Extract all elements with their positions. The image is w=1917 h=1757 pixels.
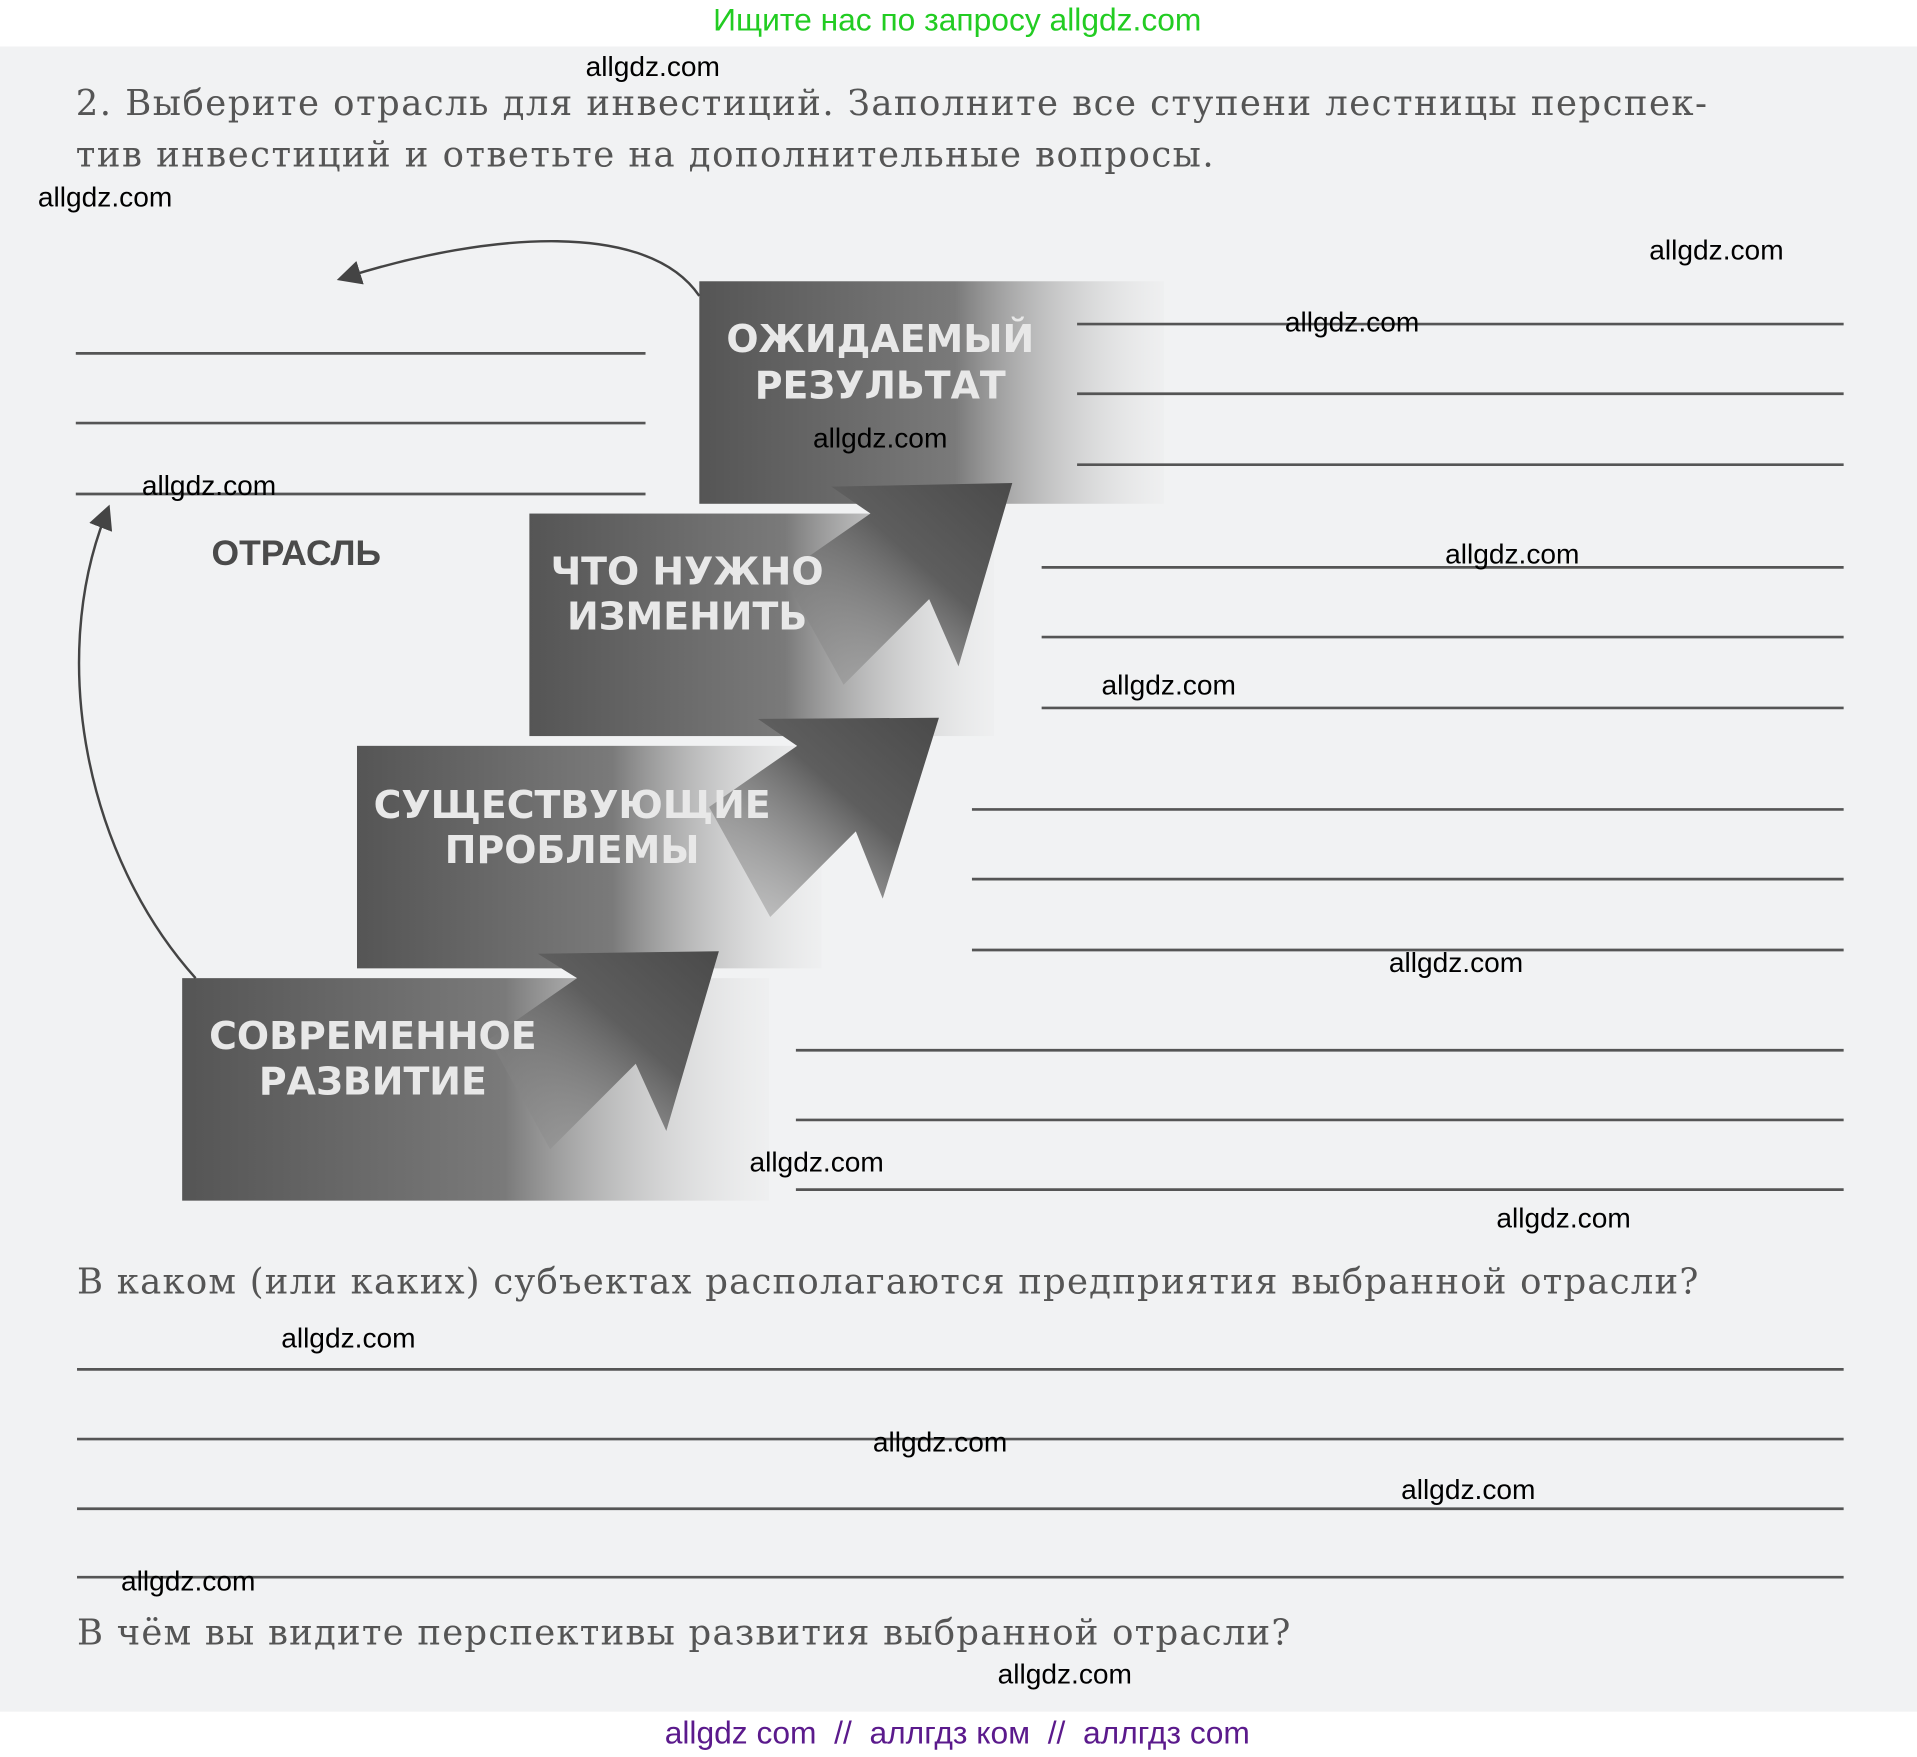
watermark: allgdz.com xyxy=(142,470,276,501)
industry-label: ОТРАСЛЬ xyxy=(212,533,382,573)
watermark: allgdz.com xyxy=(1389,947,1523,978)
watermark: allgdz.com xyxy=(873,1426,1007,1457)
curved-arrow-icon xyxy=(336,240,701,297)
watermark: allgdz.com xyxy=(1401,1474,1535,1505)
question-1: В каком (или каких) субъектах располагаю… xyxy=(77,1262,1700,1303)
watermark: allgdz.com xyxy=(38,182,172,213)
watermark: allgdz.com xyxy=(1445,539,1579,570)
task-text-line1: 2. Выберите отрасль для инвестиций. Запо… xyxy=(76,83,1709,124)
step-label: РЕЗУЛЬТАТ xyxy=(755,364,1006,408)
watermark: allgdz.com xyxy=(1496,1203,1630,1234)
step-label: ОЖИДАЕМЫЙ xyxy=(726,317,1034,361)
step-label: ЧТО НУЖНО xyxy=(551,549,824,593)
step-label: ПРОБЛЕМЫ xyxy=(445,828,700,872)
curved-arrow-icon xyxy=(77,504,197,979)
question-2: В чём вы видите перспективы развития выб… xyxy=(77,1612,1292,1653)
step-arrow-icon xyxy=(782,482,1013,685)
step-label: СУЩЕСТВУЮЩИЕ xyxy=(374,783,771,827)
watermark: allgdz.com xyxy=(998,1659,1132,1690)
watermark: allgdz.com xyxy=(749,1146,883,1177)
step-arrow-icon xyxy=(489,951,719,1150)
watermark: allgdz.com xyxy=(586,51,720,82)
task-text-line2: тив инвестиций и ответьте на дополнитель… xyxy=(76,134,1215,175)
step-label: РАЗВИТИЕ xyxy=(259,1059,487,1103)
watermark: allgdz.com xyxy=(1285,306,1419,337)
step-arrow-icon xyxy=(709,717,939,918)
watermark: allgdz.com xyxy=(1102,670,1236,701)
ladder-diagram: ОЖИДАЕМЫЙ РЕЗУЛЬТАТ ЧТО НУЖНО ИЗМЕНИТЬ С… xyxy=(77,240,1164,1201)
watermark: allgdz.com xyxy=(121,1566,255,1597)
watermark: allgdz.com xyxy=(813,423,947,454)
step-label: СОВРЕМЕННОЕ xyxy=(209,1014,537,1058)
watermark: allgdz.com xyxy=(281,1322,415,1353)
step-label: ИЗМЕНИТЬ xyxy=(567,595,807,639)
watermark: allgdz.com xyxy=(1649,234,1783,265)
footer-watermark: allgdz com // аллгдз ком // аллгдз com xyxy=(665,1714,1250,1750)
answer-lines[interactable] xyxy=(75,322,1844,1579)
watermarks: allgdz.com allgdz.com allgdz.com allgdz.… xyxy=(38,51,1784,1690)
top-watermark: Ищите нас по запросу allgdz.com xyxy=(713,2,1201,38)
